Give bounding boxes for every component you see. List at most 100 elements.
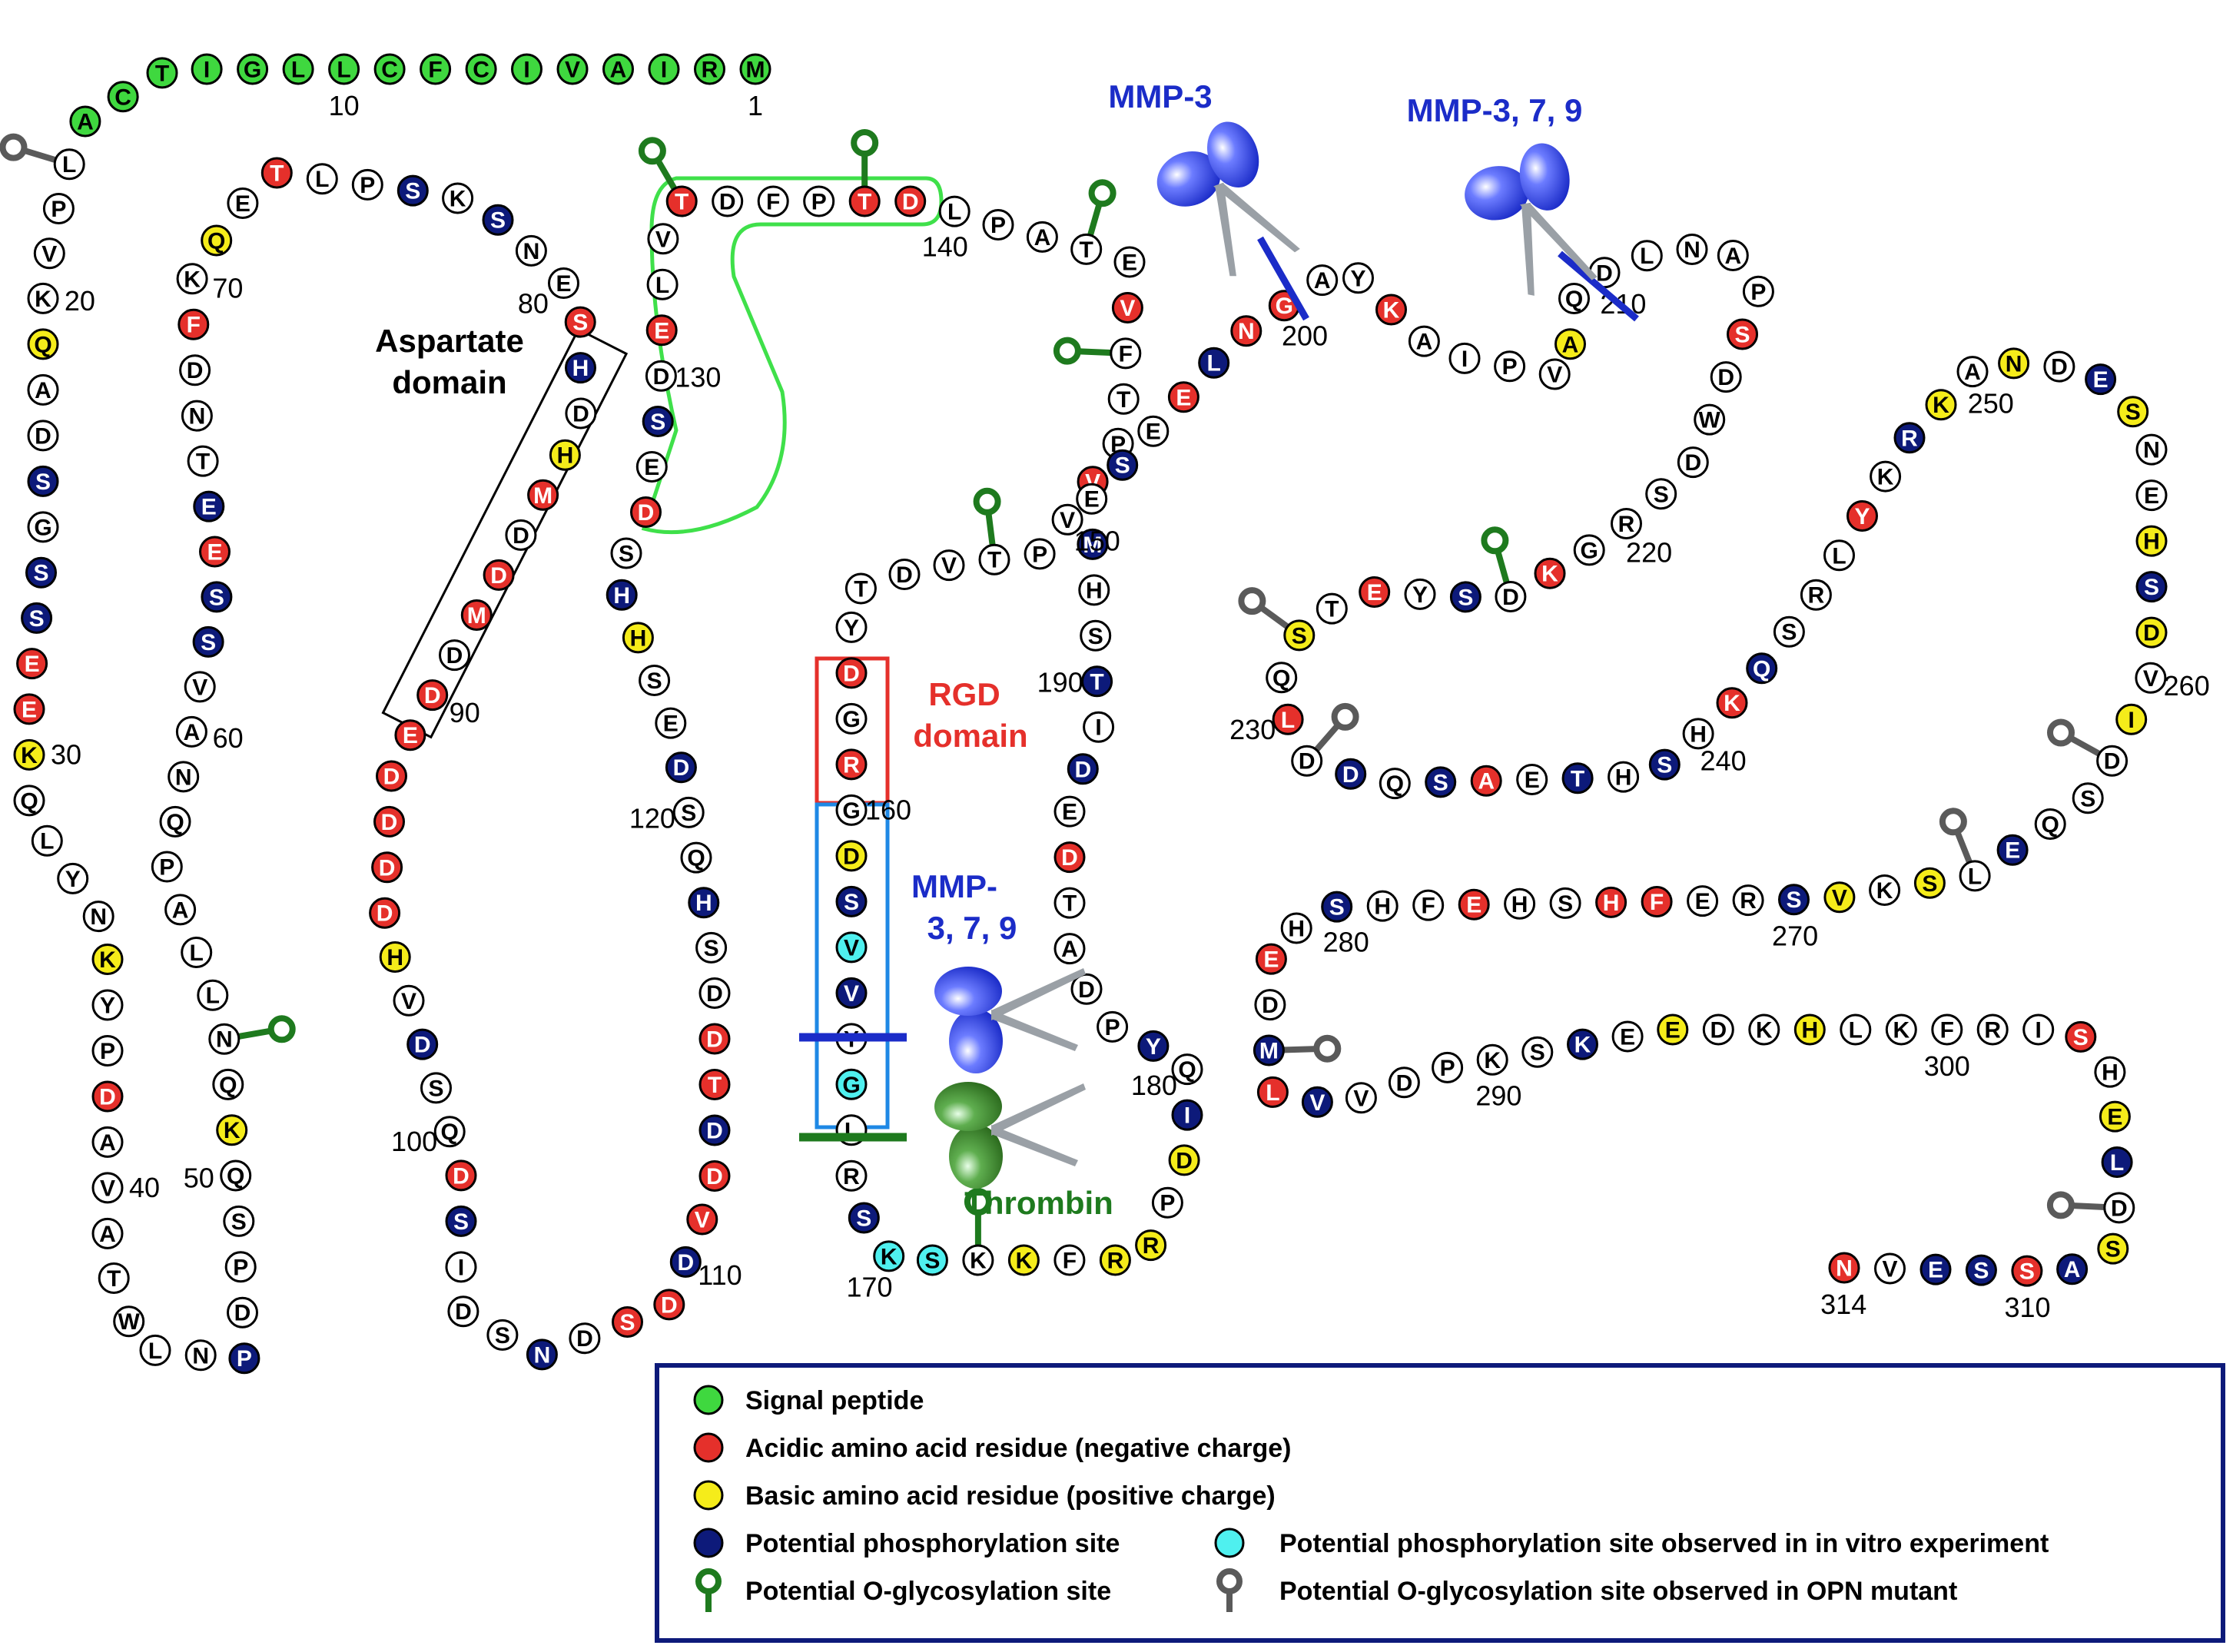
residue-letter: C: [114, 85, 131, 110]
residue-letter: R: [1143, 1233, 1160, 1259]
residue-250: A: [1956, 356, 1989, 388]
residue-circle: [379, 941, 411, 973]
legend-swatch-phos: [693, 1528, 724, 1558]
residue-letter: K: [1016, 1249, 1033, 1274]
residue-circle: [139, 1334, 171, 1366]
residue-158: G: [835, 702, 868, 735]
residue-circle: [1676, 234, 1708, 265]
position-label-170: 170: [846, 1272, 892, 1303]
residue-circle: [835, 611, 868, 643]
residue-letter: Y: [100, 994, 115, 1019]
residue-letter: E: [207, 540, 222, 566]
residue-letter: D: [843, 661, 860, 686]
residue-letter: N: [523, 239, 540, 264]
residue-circle: [511, 53, 542, 85]
residue-177: P: [1151, 1186, 1183, 1219]
residue-145: V: [1111, 292, 1143, 323]
residue-121: D: [665, 751, 697, 784]
residue-circle: [369, 897, 401, 929]
residue-circle: [1078, 574, 1110, 606]
residue-302: I: [2022, 1013, 2055, 1046]
residue-letter: S: [619, 1310, 635, 1335]
residue-circle: [69, 105, 101, 138]
position-label-90: 90: [450, 697, 480, 728]
residue-circle: [835, 794, 868, 826]
position-label-190: 190: [1037, 666, 1083, 698]
residue-157: D: [835, 657, 868, 689]
residue-letter: E: [2144, 483, 2159, 509]
residue-letter: P: [811, 190, 827, 215]
residue-circle: [1076, 483, 1108, 515]
residue-216: D: [1710, 361, 1742, 393]
residue-circle: [565, 352, 596, 384]
residue-circle: [698, 1069, 731, 1100]
residue-circle: [1266, 662, 1298, 694]
residue-111: V: [686, 1203, 718, 1236]
residue-247: K: [1870, 460, 1902, 493]
residue-letter: H: [1288, 917, 1305, 942]
residue-64: E: [199, 536, 231, 568]
residue-letter: Y: [1854, 504, 1870, 529]
residue-circle: [1793, 1013, 1826, 1046]
residue-243: S: [1773, 615, 1805, 648]
residue-11: L: [282, 53, 314, 85]
residue-circle: [1800, 579, 1832, 611]
aspartate-domain-label-line2: domain: [392, 364, 506, 400]
residue-letter: E: [403, 723, 418, 748]
residue-140: L: [938, 195, 971, 227]
residue-circle: [1682, 718, 1714, 750]
residue-92: D: [376, 760, 407, 792]
residue-circle: [835, 748, 868, 781]
residue-194: E: [1076, 483, 1108, 515]
residue-110: D: [669, 1246, 702, 1278]
residue-letter: K: [1876, 878, 1893, 904]
residue-155: T: [844, 572, 877, 605]
residue-160: G: [835, 794, 868, 826]
residue-circle: [1283, 619, 1316, 652]
residue-letter: S: [924, 1249, 940, 1274]
residue-letter: P: [1032, 542, 1047, 567]
residue-35: K: [91, 944, 124, 975]
residue-266: L: [1959, 860, 1991, 892]
glyco-mutant-icon: [0, 133, 71, 168]
residue-circle: [1255, 943, 1287, 975]
residue-72: E: [227, 187, 259, 219]
residue-201: A: [1306, 264, 1339, 297]
residue-letter: K: [99, 947, 116, 973]
residue-295: D: [1702, 1013, 1734, 1046]
residue-circle: [2135, 571, 2168, 603]
residue-letter: R: [843, 1164, 860, 1189]
residue-122: E: [655, 707, 687, 739]
residue-circle: [212, 1068, 244, 1100]
residue-letter: K: [184, 267, 201, 292]
residue-circle: [978, 543, 1010, 576]
residue-circle: [1198, 347, 1230, 379]
residue-letter: F: [1940, 1018, 1954, 1043]
residue-54: L: [197, 979, 229, 1011]
residue-202: Y: [1342, 262, 1374, 294]
residue-circle: [1648, 748, 1681, 781]
residue-189: I: [1083, 711, 1115, 743]
residue-letter: V: [41, 241, 57, 267]
glyco-icon: [695, 1568, 722, 1612]
position-label-60: 60: [213, 722, 244, 754]
residue-letter: K: [1877, 465, 1894, 490]
residue-15: C: [107, 81, 139, 113]
residue-letter: D: [572, 402, 589, 427]
residue-circle: [27, 511, 59, 543]
residue-circle: [199, 536, 231, 568]
residue-313: V: [1874, 1252, 1906, 1285]
residue-50: Q: [220, 1159, 252, 1192]
residue-letter: D: [1061, 845, 1078, 871]
residue-letter: D: [1074, 757, 1091, 782]
residue-22: A: [27, 373, 59, 406]
residue-258: S: [2135, 571, 2168, 603]
residue-83: D: [565, 397, 597, 430]
residue-29: E: [13, 693, 45, 725]
residue-209: Q: [1558, 283, 1590, 314]
residue-circle: [1107, 449, 1139, 481]
residue-88: M: [460, 599, 493, 631]
residue-circle: [739, 53, 771, 85]
mmp379-label-top: MMP-3, 7, 9: [1407, 92, 1583, 128]
